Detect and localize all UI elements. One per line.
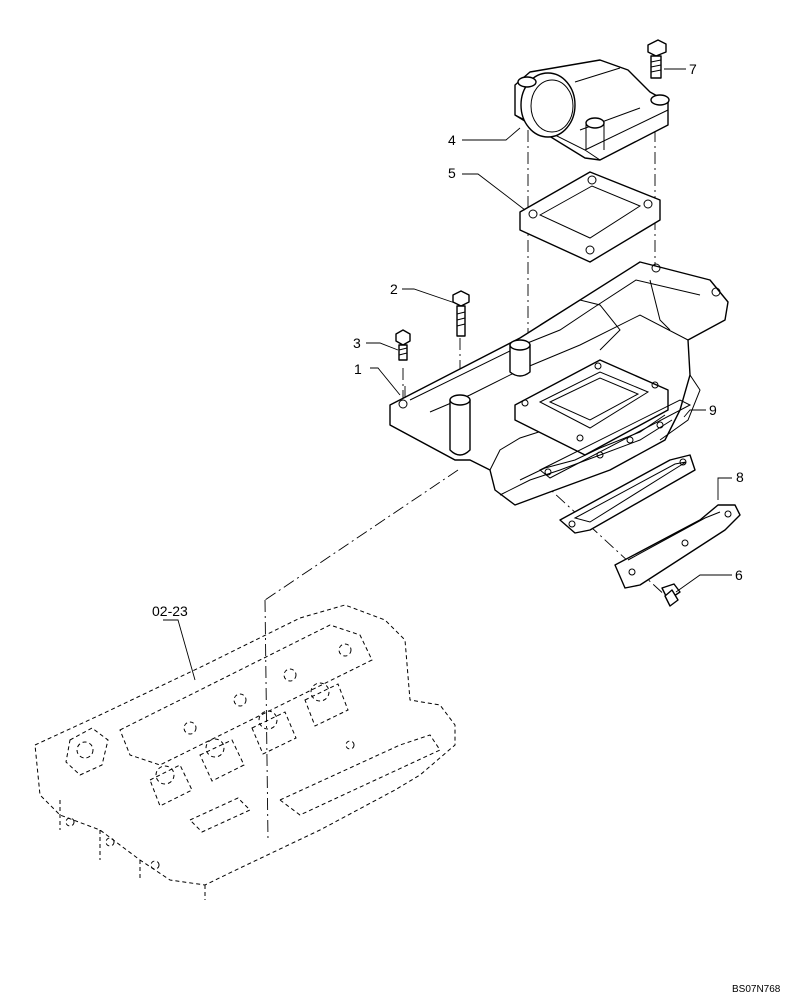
leader-lines — [163, 68, 732, 681]
bolt-7 — [647, 39, 667, 79]
cover-plate — [614, 504, 741, 589]
callout-4: 4 — [448, 132, 456, 148]
callout-3: 3 — [353, 335, 361, 351]
flange-gasket — [519, 171, 661, 263]
callout-5: 5 — [448, 165, 456, 181]
callout-2: 2 — [390, 281, 398, 297]
callout-7: 7 — [689, 61, 697, 77]
callout-1: 1 — [354, 361, 362, 377]
bolt-6 — [661, 583, 681, 607]
bolt-3 — [395, 329, 411, 361]
drawing-code: BS07N768 — [732, 984, 781, 995]
callout-6: 6 — [735, 567, 743, 583]
callout-9: 9 — [709, 402, 717, 418]
cylinder-head-phantom — [34, 604, 456, 900]
callout-8: 8 — [736, 469, 744, 485]
callout-ref-02-23: 02-23 — [152, 603, 188, 619]
manifold-side-gasket — [539, 399, 692, 479]
bolt-2 — [452, 290, 470, 337]
intake-manifold — [389, 261, 729, 506]
plate-gasket — [559, 454, 696, 534]
callout-labels: 1 2 3 4 5 6 7 8 9 02-23 — [152, 61, 744, 619]
intake-elbow — [514, 59, 670, 161]
